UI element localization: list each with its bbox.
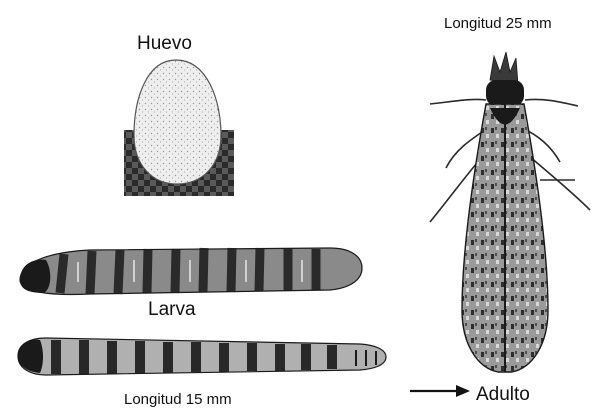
larva-dorsal-drawing [18,338,386,375]
adult-length-label: Longitud 25 mm [444,16,552,31]
larva-length-label: Longitud 15 mm [124,392,232,407]
egg-label: Huevo [137,34,192,53]
larva-side-drawing [20,248,362,294]
egg-shape [134,60,221,184]
adult-label: Adulto [476,385,530,404]
adult-pointer-arrow [410,385,470,397]
adult-moth-drawing [430,52,590,372]
larva-label: Larva [148,300,196,319]
egg-drawing [124,60,234,196]
